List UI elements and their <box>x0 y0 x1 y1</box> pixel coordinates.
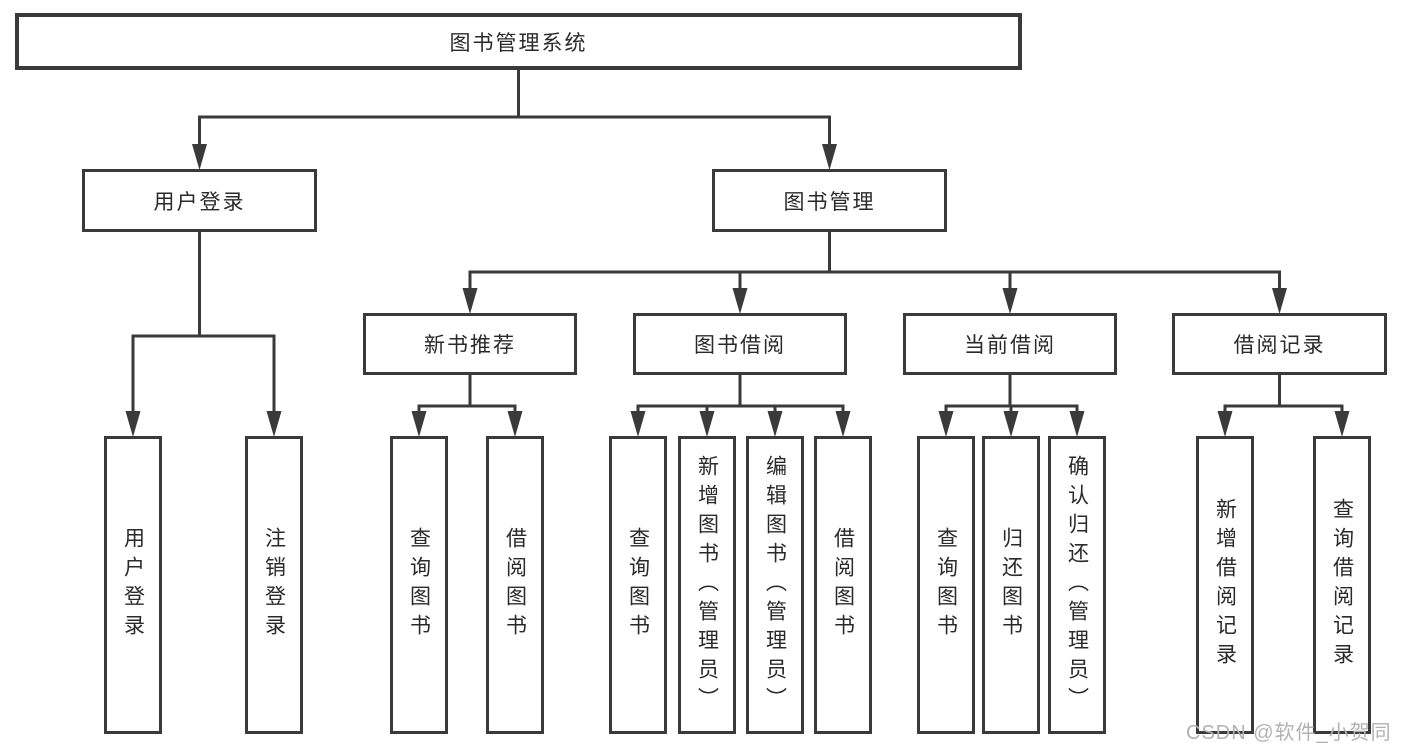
node-leaf-user-login: 用户登录 <box>104 436 162 734</box>
connector-from-root <box>192 68 837 170</box>
node-leaf-bb-add-book: 新增图书（管理员） <box>678 436 736 734</box>
node-leaf-bb-edit-book: 编辑图书（管理员） <box>746 436 804 734</box>
arrowhead <box>835 411 851 437</box>
arrowhead <box>699 411 715 437</box>
connector-from-new-book-recommend <box>411 373 523 437</box>
arrowhead <box>462 288 478 314</box>
node-book-borrow: 图书借阅 <box>633 313 847 375</box>
arrowhead <box>938 411 954 437</box>
connector-from-book-borrow <box>630 373 851 437</box>
arrowhead <box>1003 411 1019 437</box>
arrowhead <box>1272 288 1287 314</box>
arrowhead <box>411 411 427 437</box>
arrowhead <box>1069 411 1085 437</box>
arrowhead <box>630 411 646 437</box>
arrowhead <box>1334 411 1350 437</box>
node-borrow-record: 借阅记录 <box>1172 313 1387 375</box>
arrowhead <box>1002 288 1018 314</box>
node-leaf-cb-return-book: 归还图书 <box>982 436 1040 734</box>
node-root: 图书管理系统 <box>15 13 1022 70</box>
node-book-management: 图书管理 <box>712 169 947 232</box>
node-user-login: 用户登录 <box>82 169 317 232</box>
node-leaf-cb-confirm-return: 确认归还（管理员） <box>1048 436 1106 734</box>
arrowhead <box>1217 411 1233 437</box>
node-leaf-rec-borrow-book: 借阅图书 <box>486 436 544 734</box>
arrowhead <box>822 144 837 170</box>
node-leaf-rec-query-book: 查询图书 <box>390 436 448 734</box>
node-current-borrow: 当前借阅 <box>903 313 1117 375</box>
arrowhead <box>125 411 141 437</box>
node-leaf-br-query-record: 查询借阅记录 <box>1313 436 1371 734</box>
node-leaf-br-add-record: 新增借阅记录 <box>1196 436 1254 734</box>
arrowhead <box>507 411 523 437</box>
connector-from-current-borrow <box>938 373 1085 437</box>
arrowhead <box>192 144 207 170</box>
arrowhead <box>767 411 783 437</box>
connector-from-user-login <box>125 230 282 437</box>
watermark-text: CSDN @软件_小贺同学 <box>1186 722 1392 744</box>
arrowhead <box>266 411 282 437</box>
node-leaf-bb-borrow-book: 借阅图书 <box>814 436 872 734</box>
node-leaf-logout: 注销登录 <box>245 436 303 734</box>
node-new-book-recommend: 新书推荐 <box>363 313 577 375</box>
connector-from-book-management <box>462 230 1287 314</box>
connector-from-borrow-record <box>1217 373 1350 437</box>
node-leaf-cb-query-book: 查询图书 <box>917 436 975 734</box>
arrowhead <box>732 288 748 314</box>
node-leaf-bb-query-book: 查询图书 <box>609 436 667 734</box>
